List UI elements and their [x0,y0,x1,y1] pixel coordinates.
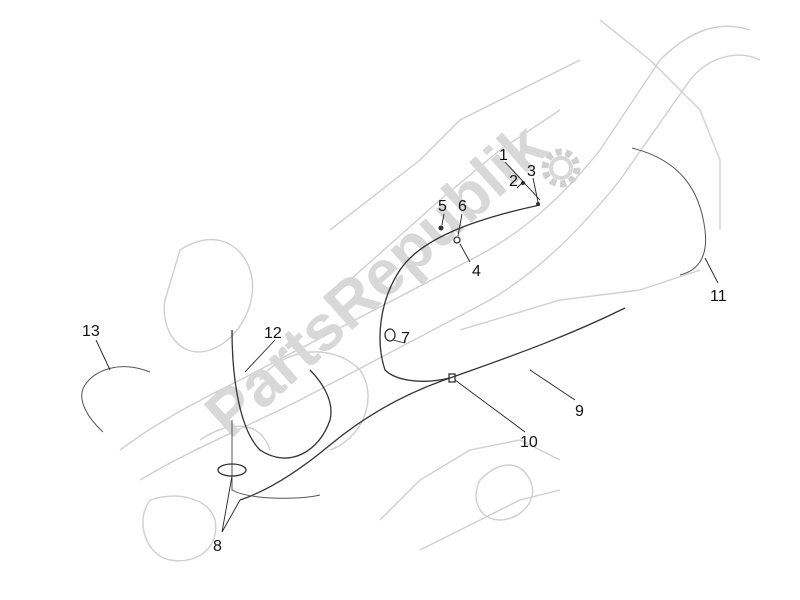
callout-8: 8 [213,538,222,555]
clamp-6 [453,236,461,244]
cable-12 [231,329,332,459]
cables [81,147,707,501]
clip-7 [384,328,396,342]
screw-5 [438,225,444,231]
callout-3: 3 [527,163,536,180]
cable-9 [449,307,626,379]
callout-7: 7 [401,330,410,347]
callout-11: 11 [710,288,727,305]
watermark: PartsRepublik [191,109,581,450]
leader-lines [95,161,719,533]
clip-10 [448,373,456,383]
gear-icon [541,148,581,188]
scooter-frame-outline [119,19,761,562]
callout-2: 2 [509,173,518,190]
callout-13: 13 [82,323,100,340]
cable-11 [631,147,707,276]
callout-10: 10 [520,434,538,451]
callout-5: 5 [438,198,447,215]
callout-6: 6 [458,198,467,215]
cable-8 [231,420,321,499]
callout-12: 12 [264,325,282,342]
callouts: 1 2 3 4 5 6 7 8 9 10 11 12 13 [82,147,727,555]
callout-9: 9 [575,403,584,420]
cable-13 [81,366,151,433]
callout-1: 1 [499,147,508,164]
cable-10 [239,377,451,501]
cable-main-brake [379,204,541,382]
part-3 [536,202,540,206]
callout-4: 4 [472,263,481,280]
